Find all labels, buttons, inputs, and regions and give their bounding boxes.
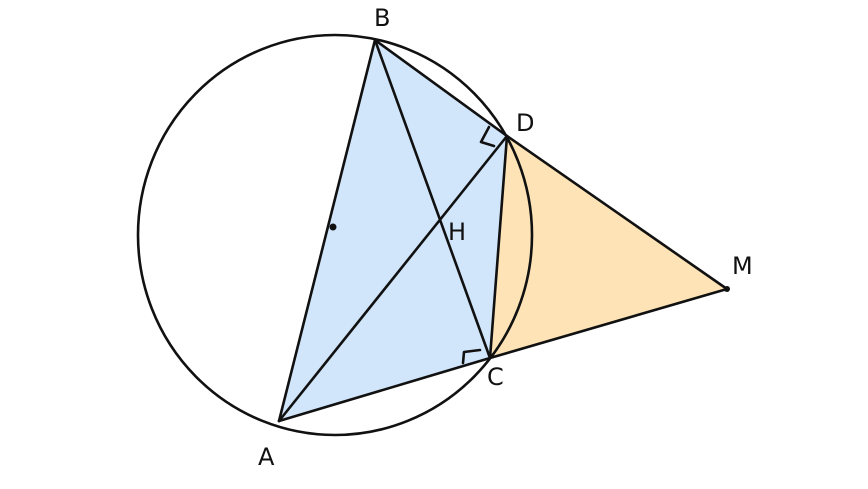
segment-AB <box>277 38 377 423</box>
label-C: C <box>487 363 504 391</box>
segment-AD <box>277 134 509 423</box>
segment-DC <box>488 134 509 360</box>
center-point <box>329 223 337 231</box>
label-A: A <box>258 443 275 471</box>
right-angle-mark-C <box>461 348 482 365</box>
segment-BD <box>373 38 509 138</box>
label-D: D <box>516 109 534 137</box>
right-angle-mark-D <box>479 125 496 148</box>
triangle-DMC-fill <box>490 136 727 358</box>
segment-MC <box>488 287 729 360</box>
circle <box>136 33 534 437</box>
label-B: B <box>374 4 390 32</box>
quadrilateral-ABDC-fill <box>279 40 507 421</box>
label-M: M <box>732 252 753 280</box>
label-H: H <box>448 218 466 246</box>
segment-DM <box>505 134 729 291</box>
segment-BC <box>373 38 492 360</box>
point-M <box>724 286 730 292</box>
segment-CA <box>277 356 492 423</box>
